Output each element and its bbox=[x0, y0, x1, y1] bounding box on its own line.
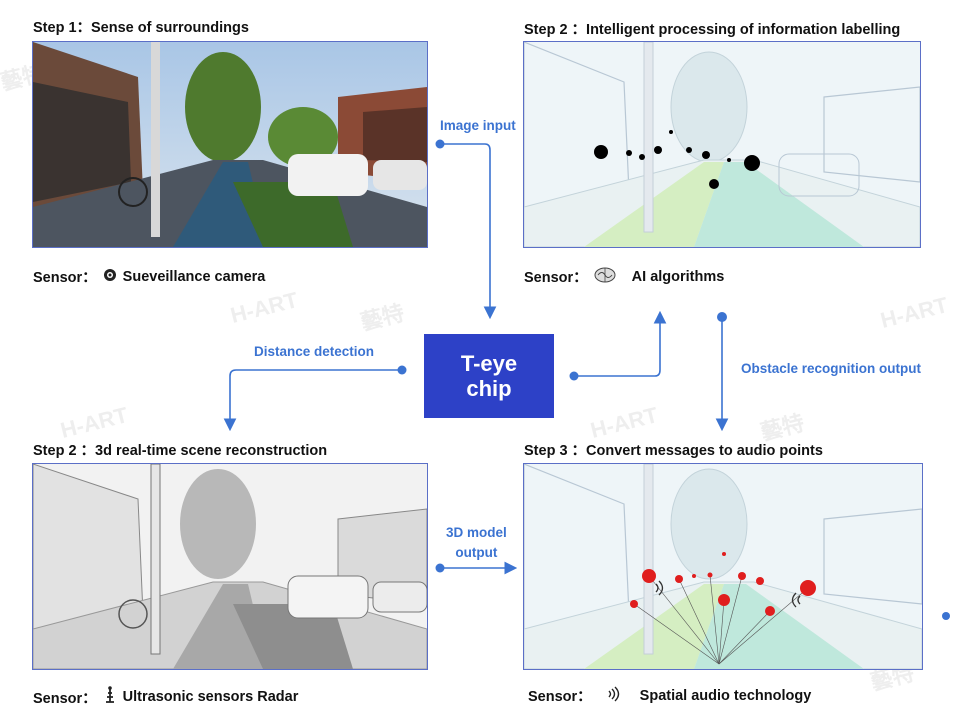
obstacle-output-label: Obstacle recognition output bbox=[741, 361, 921, 376]
chip-line1: T-eye bbox=[424, 351, 554, 376]
distance-detection-label: Distance detection bbox=[254, 344, 374, 359]
model-output-line1: 3D model bbox=[446, 523, 507, 543]
model-output-label: 3D model output bbox=[446, 523, 507, 563]
distance-detection-arrow bbox=[230, 370, 402, 428]
image-input-label: Image input bbox=[440, 118, 516, 133]
chip-line2: chip bbox=[424, 376, 554, 401]
model-output-line2: output bbox=[446, 543, 507, 563]
image-input-arrow bbox=[440, 144, 490, 316]
ai-arrow bbox=[574, 314, 660, 376]
t-eye-chip: T-eye chip bbox=[424, 334, 554, 418]
